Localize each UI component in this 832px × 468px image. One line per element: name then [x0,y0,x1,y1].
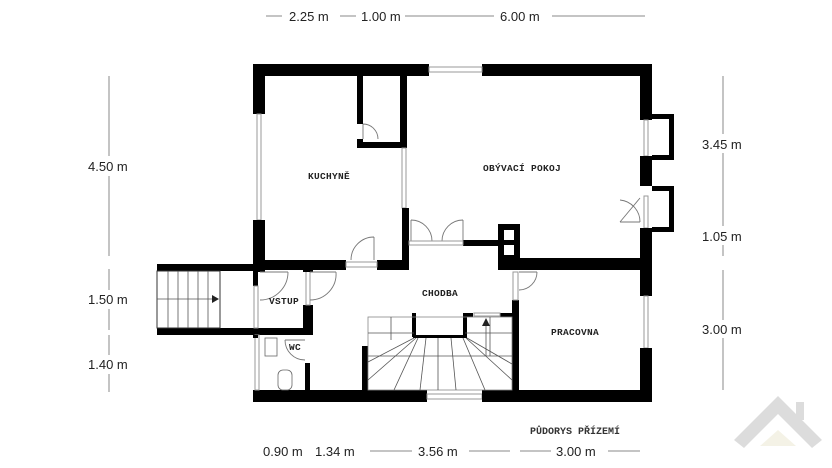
toilet-icon [277,369,293,391]
dim-top-1: 2.25 m [289,9,329,24]
dim-left-3: 1.40 m [88,357,128,372]
room-label-hallway: CHODBA [422,288,458,299]
room-label-living: OBÝVACÍ POKOJ [483,163,561,174]
dim-top-3: 6.00 m [500,9,540,24]
exterior-stairs [156,270,221,329]
plan-title: PŮDORYS PŘÍZEMÍ [530,424,620,438]
stair-up-arrow-icon [482,318,490,326]
dim-bottom-4: 3.00 m [556,444,596,459]
left-dimensions: 4.50 m 1.50 m 1.40 m [88,76,128,392]
doors [259,123,641,361]
stair-arrow-icon [212,295,219,303]
room-label-kitchen: KUCHYNĚ [308,171,350,182]
wc-fixtures [264,337,293,391]
dim-left-1: 4.50 m [88,159,128,174]
top-dimensions: 2.25 m 1.00 m 6.00 m [266,9,645,24]
house-roof-icon [734,396,822,448]
dim-right-3: 3.00 m [702,322,742,337]
dim-bottom-2: 1.34 m [315,444,355,459]
dim-bottom-3: 3.56 m [418,444,458,459]
dim-bottom-1: 0.90 m [263,444,303,459]
sink-icon [264,337,278,357]
room-label-study: PRACOVNA [551,327,599,338]
dim-left-2: 1.50 m [88,292,128,307]
bottom-dimensions: 0.90 m 1.34 m 3.56 m 3.00 m [263,444,640,459]
room-label-entrance: VSTUP [269,296,299,307]
dim-right-1: 3.45 m [702,137,742,152]
right-dimensions: 3.45 m 1.05 m 3.00 m [702,76,742,390]
dim-top-2: 1.00 m [361,9,401,24]
walls [157,64,674,402]
dim-right-2: 1.05 m [702,229,742,244]
room-label-wc: WC [289,342,301,353]
room-labels: KUCHYNĚ OBÝVACÍ POKOJ CHODBA VSTUP WC PR… [269,163,599,353]
interior-stairs [367,316,513,391]
